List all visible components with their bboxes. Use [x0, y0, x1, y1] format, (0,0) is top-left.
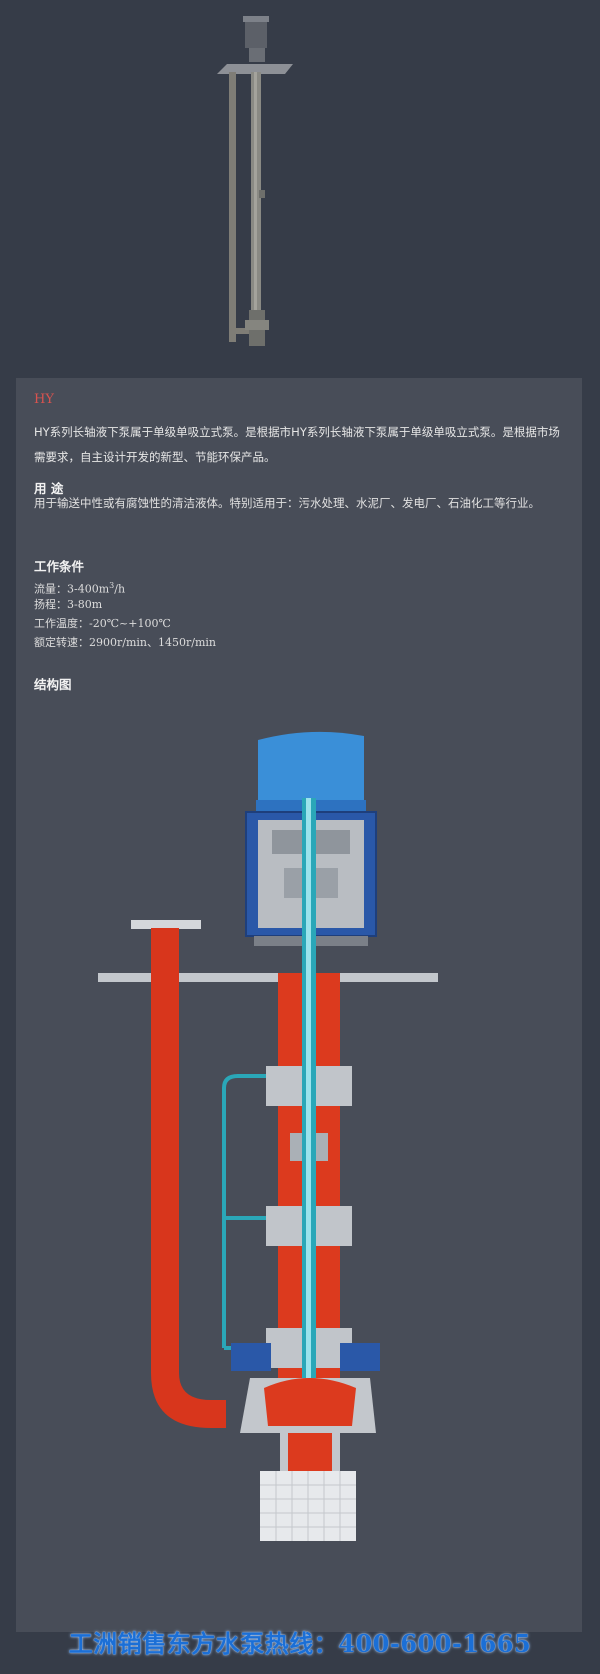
structure-diagram [98, 731, 438, 1541]
flow-superscript: 3 [109, 581, 115, 590]
product-photo-area [0, 0, 600, 378]
flow-unit: /h [114, 582, 126, 596]
pump-photo [217, 16, 293, 346]
product-description: HY系列长轴液下泵属于单级单吸立式泵。是根据市HY系列长轴液下泵属于单级单吸立式… [34, 425, 560, 464]
flow-label: 流量： [34, 582, 67, 596]
sales-hotline: 工洲销售东方水泵热线：400-600-1665 [68, 1629, 532, 1658]
condition-temperature: 工作温度：-20℃~+100℃ [34, 617, 171, 630]
flow-value: 3-400m [67, 582, 110, 596]
usage-text: 用于输送中性或有腐蚀性的清洁液体。特别适用于：污水处理、水泥厂、发电厂、石油化工… [34, 496, 540, 510]
product-model: HY [34, 392, 54, 407]
structure-heading: 结构图 [34, 677, 72, 692]
condition-head: 扬程：3-80m [34, 598, 103, 611]
product-info-panel: HY HY系列长轴液下泵属于单级单吸立式泵。是根据市HY系列长轴液下泵属于单级单… [16, 378, 582, 1632]
condition-flow: 流量：3-400m3/h [34, 576, 125, 599]
conditions-heading: 工作条件 [34, 559, 85, 574]
usage-heading: 用 途 [34, 481, 64, 496]
condition-speed: 额定转速：2900r/min、1450r/min [34, 636, 216, 649]
